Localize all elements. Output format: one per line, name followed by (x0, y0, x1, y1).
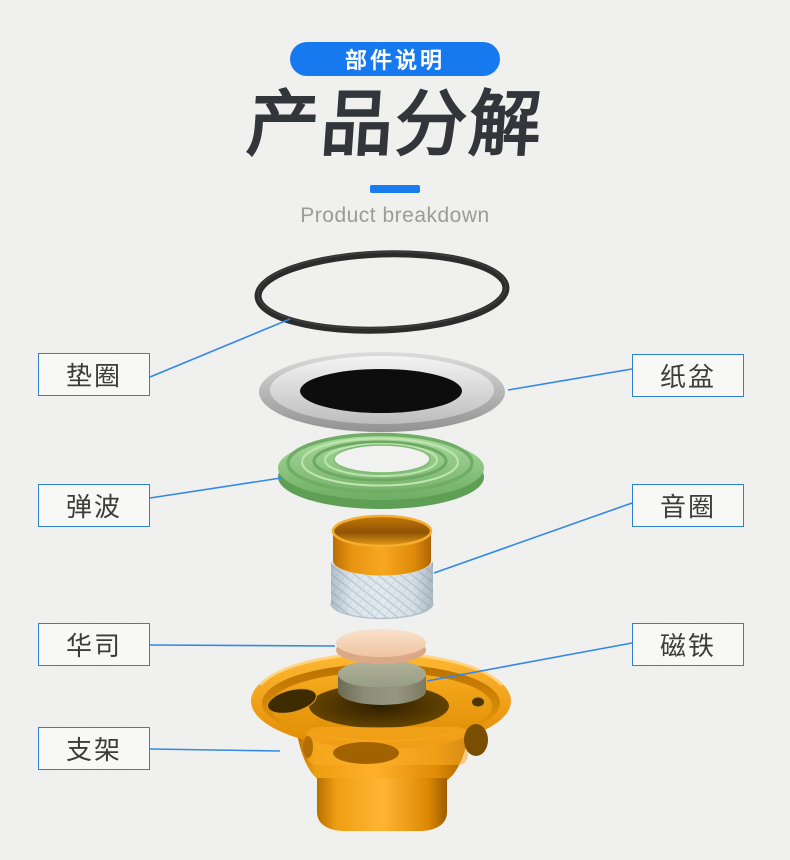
callout-washer: 华司 (38, 623, 150, 666)
paper-cone-part (259, 352, 505, 432)
callout-magnet: 磁铁 (632, 623, 744, 666)
callout-voice-coil: 音圈 (632, 484, 744, 527)
callout-spider: 弹波 (38, 484, 150, 527)
callout-paper-cone: 纸盆 (632, 354, 744, 397)
callout-gasket: 垫圈 (38, 353, 150, 396)
washer-part (336, 629, 426, 664)
leader-line-spider (149, 477, 282, 499)
leader-line-basket (149, 748, 281, 752)
leader-lines (149, 318, 633, 752)
gasket-ring-part (254, 250, 510, 334)
section-badge: 部件说明 (290, 42, 500, 76)
magnet-part (338, 660, 426, 705)
page-subtitle: Product breakdown (300, 204, 490, 227)
leader-line-magnet (426, 642, 633, 682)
spider-damper-part (278, 432, 484, 509)
title-divider (370, 185, 420, 193)
voice-coil-part (330, 514, 434, 620)
callout-basket: 支架 (38, 727, 150, 770)
leader-line-cone (507, 368, 633, 391)
leader-line-gasket (149, 318, 291, 378)
leader-line-washer (149, 644, 336, 647)
page-title: 产品分解 (244, 85, 546, 165)
leader-line-coil (433, 502, 633, 574)
